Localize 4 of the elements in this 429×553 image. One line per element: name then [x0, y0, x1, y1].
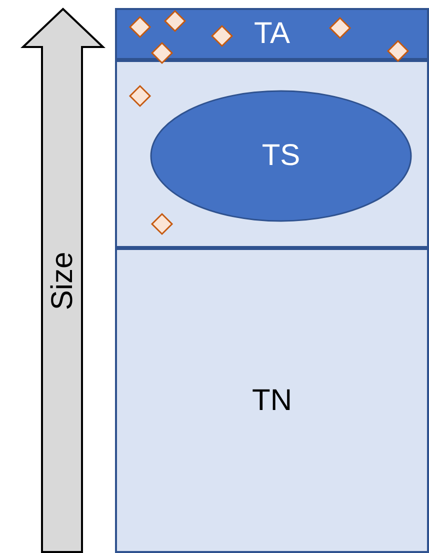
- region-label: TN: [252, 384, 292, 418]
- region-label: Size: [46, 251, 80, 310]
- region-label: TA: [254, 17, 290, 51]
- region-label: TS: [262, 139, 300, 173]
